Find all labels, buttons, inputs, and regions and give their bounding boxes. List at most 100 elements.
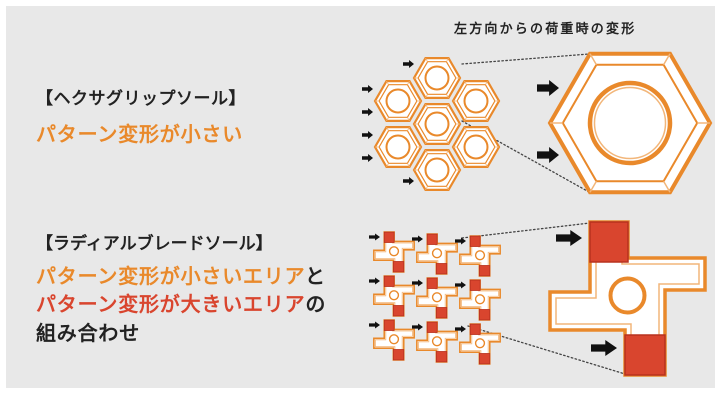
high-deformation-area: [392, 305, 405, 317]
hexagon-center-circle: [424, 111, 450, 137]
arrow-right-icon: [455, 281, 466, 289]
high-deformation-area: [435, 263, 448, 275]
hexagon-bevel-line: [446, 103, 449, 108]
hexagon-bevel-line: [386, 117, 389, 122]
hexagon-bevel-line: [464, 163, 467, 168]
hexagon-bevel-line: [425, 140, 428, 145]
hexagon-bevel-line: [485, 126, 488, 131]
hexagon-bevel-line: [589, 53, 598, 66]
blade-center-circle: [388, 334, 400, 345]
high-deformation-area: [469, 235, 481, 247]
hexagon-bevel-line: [407, 80, 410, 85]
hexagrip-heading: 【ヘクサグリップソール】: [36, 89, 246, 109]
blade-center-circle: [388, 246, 400, 257]
hexagon-bevel-line: [662, 53, 671, 66]
small-hexagon: [412, 56, 462, 100]
blade-center-circle: [608, 276, 647, 315]
small-hexagon: [451, 79, 501, 123]
hexagon-bevel-line: [485, 117, 488, 122]
hexagon-bevel-line: [386, 126, 389, 131]
high-deformation-area: [478, 309, 491, 321]
low-deformation-area-text: パターン変形が小さいエリア: [36, 264, 305, 288]
arrow-right-icon: [412, 279, 423, 287]
arrow-right-icon: [455, 325, 466, 333]
high-deformation-area: [392, 349, 405, 361]
high-deformation-area-text: パターン変形が大きいエリア: [36, 292, 306, 316]
conjunction-text: と: [305, 264, 326, 288]
hexagon-bevel-line: [446, 94, 449, 99]
hexagon-center-circle: [587, 80, 673, 166]
high-deformation-area: [383, 231, 395, 243]
hexagrip-diagram: [362, 51, 713, 195]
high-deformation-area: [589, 221, 629, 263]
hexagon-bevel-line: [464, 80, 467, 85]
high-deformation-area: [624, 334, 666, 376]
hexagon-bevel-line: [425, 94, 428, 99]
high-deformation-area: [478, 265, 491, 277]
small-hexagon: [412, 149, 462, 191]
high-deformation-area: [435, 307, 448, 319]
hexagon-pattern-cluster: [362, 56, 501, 191]
arrow-right-icon: [362, 85, 373, 93]
hexagon-bevel-line: [662, 180, 671, 193]
high-deformation-area: [435, 351, 448, 363]
small-radial-blade: [459, 235, 501, 277]
diagram-caption: 左方向からの荷重時の変形: [454, 22, 637, 37]
hexagon-bevel-line: [589, 180, 598, 193]
hexagon-bevel-line: [446, 57, 449, 62]
arrow-right-icon: [455, 237, 466, 245]
small-radial-blade: [373, 275, 415, 317]
radial-blade-pattern-grid: [369, 231, 501, 365]
hexagon-bevel-line: [407, 126, 410, 131]
particle-text: の: [305, 292, 327, 316]
large-hexagon-detail: [547, 51, 713, 195]
hexagon-bevel-line: [446, 140, 449, 145]
hexagon-center-circle: [385, 88, 411, 114]
hexagon-bevel-line: [425, 57, 428, 62]
hexagon-bevel-line: [446, 149, 449, 154]
arrow-right-icon: [412, 323, 423, 331]
magnification-guide-line: [461, 222, 591, 239]
hexagon-bevel-line: [464, 126, 467, 131]
hexagrip-description: パターン変形が小さい: [36, 122, 243, 146]
arrow-right-icon: [403, 177, 414, 185]
hexagon-bevel-line: [407, 163, 410, 168]
hexagon-bevel-line: [485, 80, 488, 85]
small-radial-blade: [373, 319, 415, 361]
small-hexagon: [412, 102, 462, 145]
arrow-right-icon: [369, 321, 380, 329]
arrow-right-icon: [369, 233, 380, 241]
blade-center-circle: [431, 336, 443, 347]
small-radial-blade: [416, 321, 458, 363]
arrow-right-icon: [369, 277, 380, 285]
hexagon-center-circle: [385, 134, 411, 160]
radial-blade-heading: 【ラディアルブレードソール】: [36, 234, 273, 254]
arrow-right-icon: [403, 60, 414, 68]
high-deformation-area: [383, 319, 395, 331]
hexagon-bevel-line: [407, 117, 410, 122]
small-hexagon: [451, 125, 501, 168]
arrow-right-icon: [591, 340, 617, 356]
magnification-guide-line: [461, 53, 590, 65]
high-deformation-area: [392, 261, 405, 273]
hexagon-bevel-line: [386, 163, 389, 168]
small-radial-blade: [459, 323, 501, 365]
radial-blade-description-line-2: パターン変形が大きいエリアの: [36, 294, 326, 314]
arrow-right-icon: [556, 230, 582, 246]
blade-center-circle: [431, 248, 443, 259]
hexagon-bevel-line: [464, 117, 467, 122]
arrow-right-icon: [362, 108, 373, 116]
blade-center-circle: [388, 290, 400, 301]
arrow-right-icon: [537, 80, 559, 96]
small-hexagon: [373, 79, 423, 123]
radial-blade-description-line-3: 組み合わせ: [36, 321, 140, 345]
small-radial-blade: [459, 279, 501, 321]
hexagon-center-circle: [463, 88, 489, 114]
high-deformation-area: [426, 277, 438, 289]
large-radial-blade-detail: [548, 220, 707, 377]
arrow-right-icon: [537, 147, 559, 163]
blade-center-circle: [474, 294, 486, 305]
hexagon-center-circle: [463, 134, 489, 160]
